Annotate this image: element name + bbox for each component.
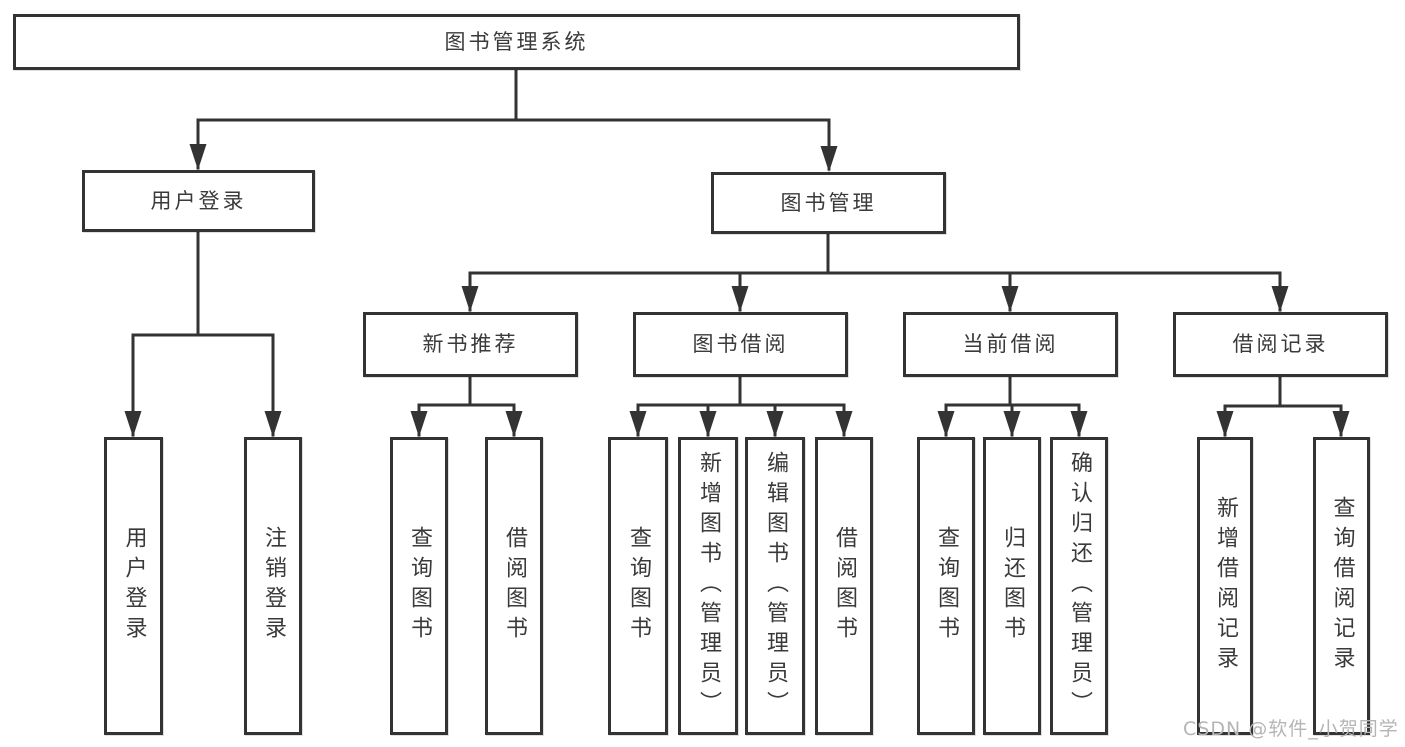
node-new-book-recommend: 新书推荐 — [363, 312, 578, 377]
leaf-return-books: 归还图书 — [983, 437, 1041, 735]
arrowhead-down-icon — [1271, 286, 1289, 312]
connector-paths — [131, 68, 1343, 437]
arrowhead-down-icon — [264, 411, 282, 437]
wire-book-borrow-branch — [636, 375, 846, 437]
leaf-add-books-admin: 新增图书（管理员） — [678, 437, 738, 735]
arrowhead-down-icon — [124, 411, 142, 437]
leaf-query-books-recommend: 查询图书 — [390, 437, 448, 735]
arrowhead-down-icon — [629, 411, 647, 437]
leaf-borrow-books-recommend: 借阅图书 — [485, 437, 543, 735]
wire-new-book-branch — [417, 375, 516, 437]
arrowheads — [124, 144, 1350, 437]
arrowhead-down-icon — [699, 411, 717, 437]
arrowhead-down-icon — [766, 411, 784, 437]
leaf-logout: 注销登录 — [244, 437, 302, 735]
arrowhead-down-icon — [835, 411, 853, 437]
wire-root-to-level2 — [196, 68, 831, 171]
arrowhead-down-icon — [410, 411, 428, 437]
leaf-add-borrow-record: 新增借阅记录 — [1197, 437, 1253, 735]
wire-book-management-branch — [468, 232, 1282, 312]
node-current-borrow: 当前借阅 — [903, 312, 1118, 377]
leaf-query-borrow-record: 查询借阅记录 — [1313, 437, 1370, 735]
arrowhead-down-icon — [189, 144, 207, 170]
leaf-user-login: 用户登录 — [104, 437, 163, 735]
arrowhead-down-icon — [1001, 286, 1019, 312]
node-root: 图书管理系统 — [13, 14, 1020, 70]
node-book-management: 图书管理 — [711, 172, 946, 234]
node-user-login-branch: 用户登录 — [82, 170, 315, 232]
arrowhead-down-icon — [1332, 411, 1350, 437]
arrowhead-down-icon — [820, 146, 838, 172]
leaf-query-books-current: 查询图书 — [917, 437, 975, 735]
wire-borrow-records-branch — [1223, 375, 1343, 437]
node-borrow-records: 借阅记录 — [1173, 312, 1388, 377]
arrowhead-down-icon — [505, 411, 523, 437]
csdn-watermark: CSDN @软件_小贺同学 — [1183, 718, 1399, 740]
leaf-query-books-borrow: 查询图书 — [608, 437, 668, 735]
node-book-borrow: 图书借阅 — [633, 312, 848, 377]
arrowhead-down-icon — [1216, 411, 1234, 437]
leaf-borrow-books: 借阅图书 — [815, 437, 873, 735]
leaf-confirm-return-admin: 确认归还（管理员） — [1050, 437, 1108, 735]
leaf-edit-books-admin: 编辑图书（管理员） — [745, 437, 805, 735]
wire-user-login-branch — [131, 230, 275, 437]
arrowhead-down-icon — [1003, 411, 1021, 437]
arrowhead-down-icon — [461, 286, 479, 312]
arrowhead-down-icon — [937, 411, 955, 437]
arrowhead-down-icon — [1070, 411, 1088, 437]
arrowhead-down-icon — [731, 286, 749, 312]
